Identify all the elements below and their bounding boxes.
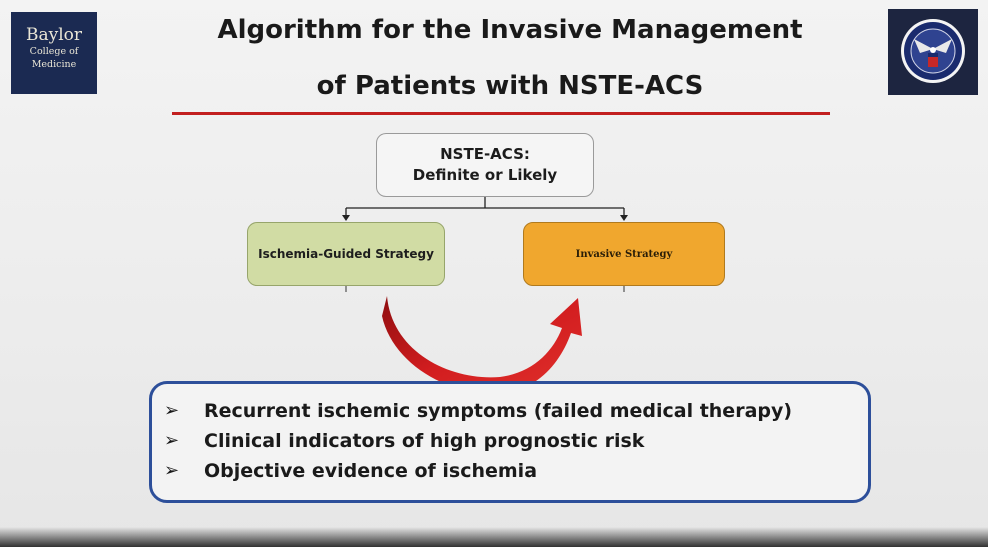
criteria-item: ➢ Objective evidence of ischemia: [164, 456, 868, 486]
connector-right-arrowhead: [620, 215, 628, 221]
curved-red-arrow: [382, 296, 582, 394]
logo-line-2: College of: [29, 46, 79, 57]
baylor-logo: Baylor College of Medicine: [11, 12, 97, 94]
logo-line-1: Baylor: [25, 25, 83, 45]
nste-acs-node-line-1: NSTE-ACS:: [440, 145, 530, 163]
connector-left-arrowhead: [342, 215, 350, 221]
criteria-box: ➢ Recurrent ischemic symptoms (failed me…: [149, 381, 871, 503]
criteria-text: Objective evidence of ischemia: [204, 460, 538, 482]
invasive-strategy-node: Invasive Strategy: [523, 222, 725, 286]
ischemia-guided-node: Ischemia-Guided Strategy: [247, 222, 445, 286]
bullet-arrow-icon: ➢: [164, 460, 180, 481]
nste-acs-node-line-2: Definite or Likely: [412, 166, 558, 184]
criteria-text: Clinical indicators of high prognostic r…: [204, 430, 645, 452]
title-line-2: of Patients with NSTE-ACS: [316, 71, 704, 101]
nste-acs-node: NSTE-ACS: Definite or Likely: [376, 133, 594, 197]
bullet-arrow-icon: ➢: [164, 400, 180, 421]
criteria-item: ➢ Clinical indicators of high prognostic…: [164, 426, 868, 456]
criteria-item: ➢ Recurrent ischemic symptoms (failed me…: [164, 396, 868, 426]
seal-emblem-graphic: [901, 19, 965, 83]
bullet-arrow-icon: ➢: [164, 430, 180, 451]
bottom-shadow: [0, 527, 988, 547]
criteria-text: Recurrent ischemic symptoms (failed medi…: [204, 400, 793, 422]
slide-title: Algorithm for the Invasive Management of…: [160, 2, 860, 114]
title-line-1: Algorithm for the Invasive Management: [217, 15, 803, 45]
seal-emblem-icon: [888, 9, 978, 95]
logo-line-3: Medicine: [31, 59, 77, 70]
title-divider: [172, 112, 830, 115]
criteria-list: ➢ Recurrent ischemic symptoms (failed me…: [152, 384, 868, 486]
